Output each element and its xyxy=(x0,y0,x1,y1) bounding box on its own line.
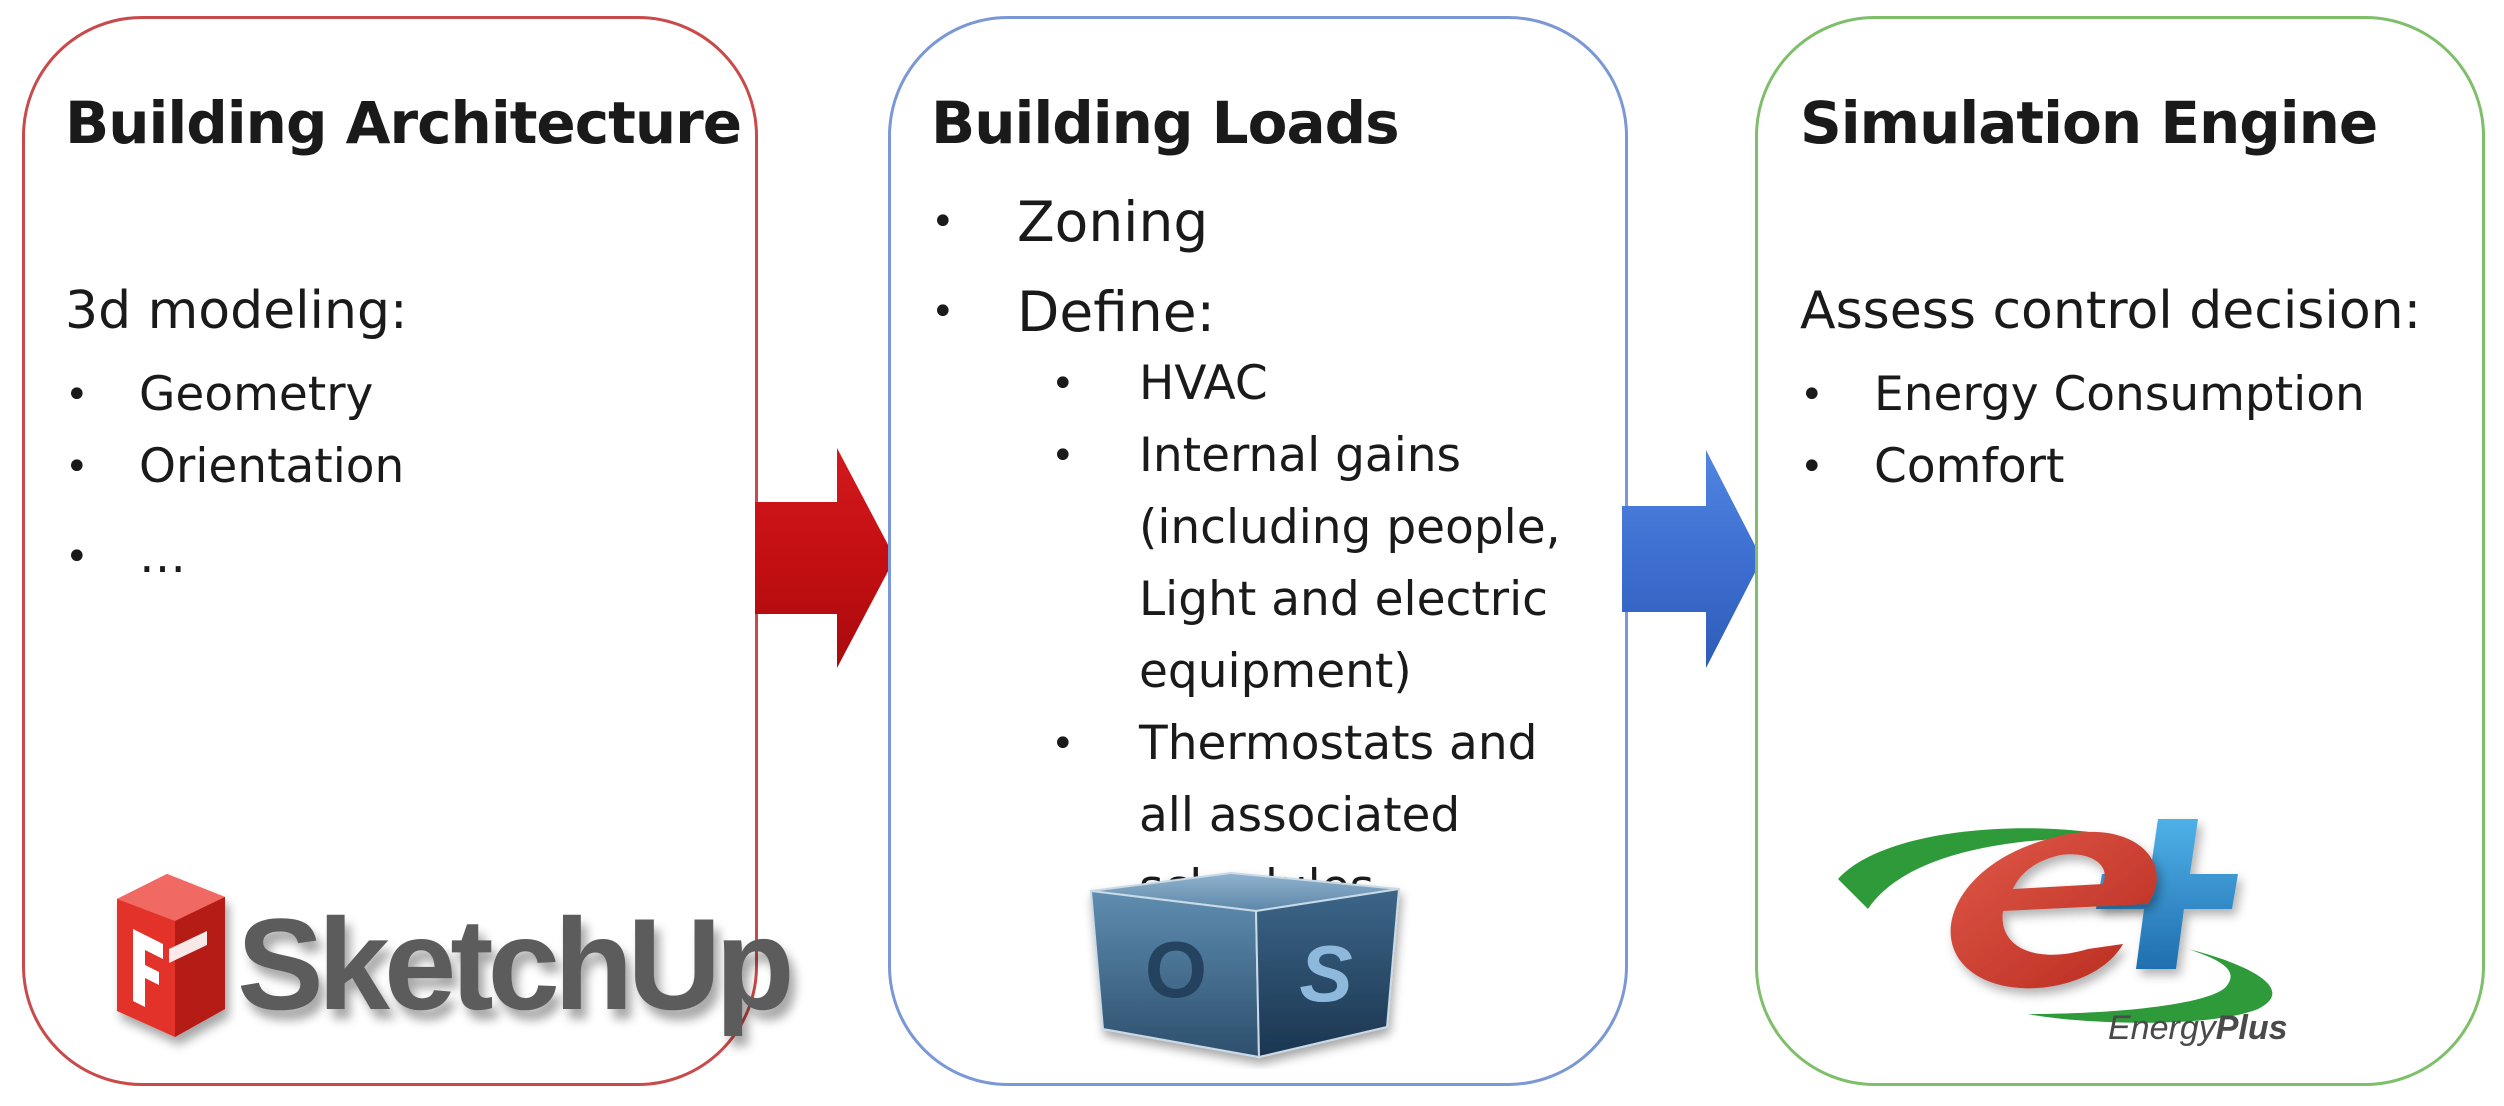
list-item: • Define: xyxy=(931,273,1215,351)
list-item-label: Internal gains (including people, Light … xyxy=(1139,428,1561,699)
panel-title: Building Architecture xyxy=(65,89,742,157)
panel-subhead: 3d modeling: xyxy=(65,281,408,341)
list-item: • Energy Consumption xyxy=(1800,359,2365,431)
bullet-glyph: • xyxy=(1051,361,1075,407)
panel-subhead: Assess control decision: xyxy=(1800,281,2422,341)
openstudio-letter-s: S xyxy=(1299,929,1352,1018)
list-item: • Geometry xyxy=(65,359,404,431)
panel-title: Simulation Engine xyxy=(1800,89,2378,157)
panel-building-loads: Building Loads • Zoning • Define: • HVAC • I… xyxy=(888,16,1628,1086)
list-item-label: Geometry xyxy=(139,367,374,422)
energyplus-logo-icon: EnergyPlus xyxy=(1838,819,2288,1047)
sub-bullet-list: • HVAC • Internal gains (including people,… xyxy=(1051,348,1571,924)
bullet-list: • Energy Consumption • Comfort xyxy=(1800,359,2365,503)
panel-building-architecture: Building Architecture 3d modeling: • Geom… xyxy=(22,16,795,1086)
right-arrow-icon xyxy=(1622,450,1762,668)
list-item: • Orientation xyxy=(65,431,404,503)
bullet-glyph: • xyxy=(1051,721,1075,767)
list-item-label: Comfort xyxy=(1874,439,2065,494)
energyplus-caption-plus: Plus xyxy=(2216,1009,2288,1047)
bullet-list: •Geometry •Orientation •… xyxy=(65,359,404,593)
bullet-glyph: • xyxy=(1800,444,1824,490)
list-item-label: Define: xyxy=(1017,280,1216,344)
list-item: • Comfort xyxy=(1800,431,2365,503)
bullet-glyph: • xyxy=(931,199,955,245)
bullet-glyph: • xyxy=(65,444,89,490)
openstudio-logo-icon: O S xyxy=(1089,871,1401,1059)
list-item: •… xyxy=(65,521,404,593)
list-item: • Internal gains (including people, Light… xyxy=(1051,420,1571,708)
bullet-glyph: • xyxy=(1051,433,1075,479)
sketchup-logo-icon: SketchUp xyxy=(107,869,795,1049)
list-item: • Zoning xyxy=(931,183,1215,261)
openstudio-letter-o: O xyxy=(1145,925,1207,1014)
svg-text:EnergyPlus: EnergyPlus xyxy=(2108,1009,2288,1047)
panel-simulation-engine: Simulation Engine Assess control decisio… xyxy=(1755,16,2485,1086)
list-item-label: HVAC xyxy=(1139,356,1268,411)
list-item-label: Energy Consumption xyxy=(1874,367,2365,422)
bullet-glyph: • xyxy=(1800,372,1824,418)
right-arrow-icon xyxy=(755,448,895,668)
energyplus-caption-energy: Energy xyxy=(2108,1009,2218,1047)
list-item: • HVAC xyxy=(1051,348,1571,420)
bullet-glyph: • xyxy=(65,372,89,418)
list-item-label: Orientation xyxy=(139,439,405,494)
list-item-label: … xyxy=(139,529,186,584)
bullet-list: • Zoning • Define: xyxy=(931,183,1215,351)
bullet-glyph: • xyxy=(931,289,955,335)
list-item-label: Zoning xyxy=(1017,190,1209,254)
panel-title: Building Loads xyxy=(931,89,1400,157)
sketchup-wordmark: SketchUp xyxy=(237,891,795,1037)
bullet-glyph: • xyxy=(65,534,89,580)
